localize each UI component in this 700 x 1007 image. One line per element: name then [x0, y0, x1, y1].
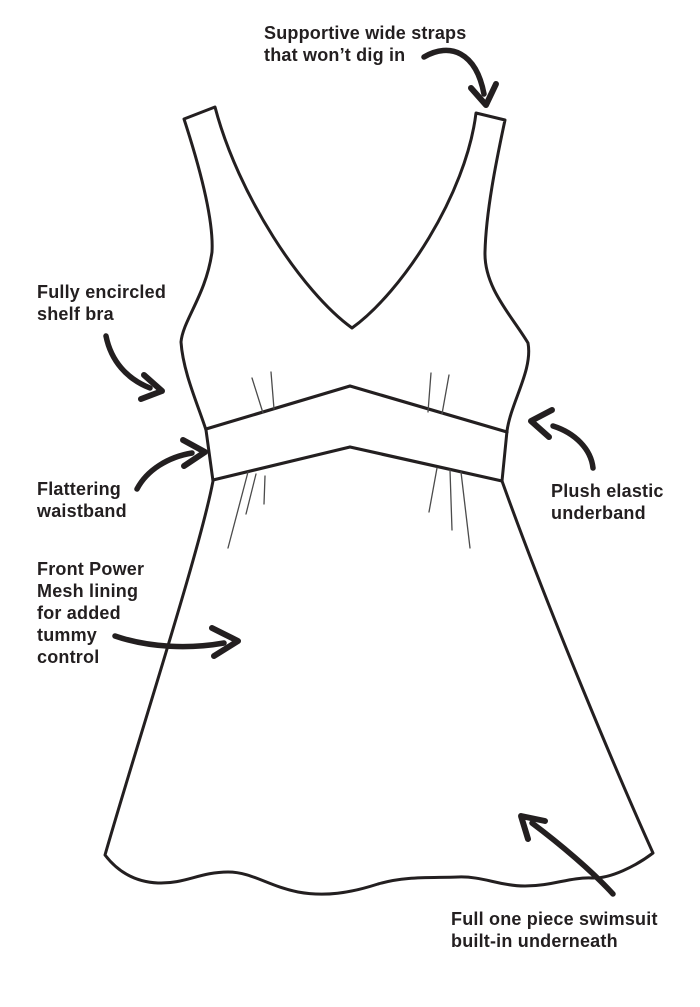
tummy-mesh-arrow [112, 625, 241, 659]
label-shelf-bra: Fully encircled shelf bra [37, 282, 167, 324]
label-flattering-waistband: Flattering waistband [37, 479, 127, 521]
label-plush-underband: Plush elastic underband [551, 481, 664, 523]
waistband-arrow [134, 437, 208, 492]
straps-arrow [421, 47, 499, 108]
label-supportive-straps: Supportive wide straps that won’t dig in [264, 23, 467, 65]
label-power-mesh: Front Power Mesh lining for added tummy … [37, 559, 145, 667]
dress-outline [103, 105, 655, 896]
one-piece-arrow [518, 813, 616, 897]
shelf-bra-arrow [103, 333, 165, 402]
waistband-bottom-seam [211, 445, 504, 483]
waistband-top-seam [204, 384, 509, 434]
underband-arrow [528, 407, 596, 471]
gather-lines [227, 371, 471, 549]
label-one-piece-swimsuit: Full one piece swimsuit built-in underne… [451, 909, 658, 951]
